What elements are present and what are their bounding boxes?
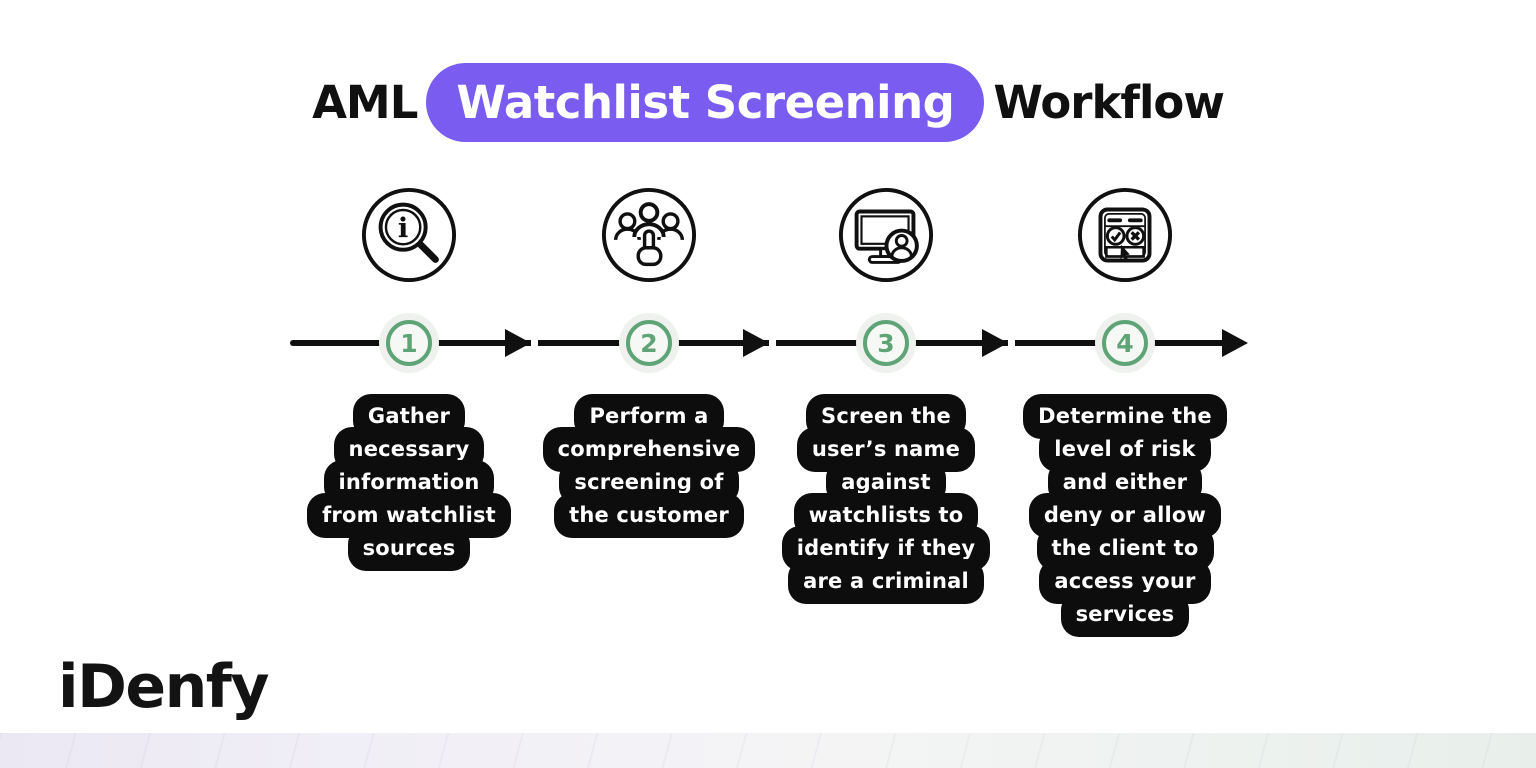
step-2-number-badge: 2 [619,313,679,373]
bubble-line: the customer [554,493,744,538]
step-1-number-badge: 1 [379,313,439,373]
arrow-right-icon [1222,329,1248,357]
info-magnifier-icon: i [361,187,457,283]
step-3-number-badge: 3 [856,313,916,373]
step-number: 4 [1102,320,1148,366]
step-2-icon-badge [600,186,698,284]
step-1-description: Gather necessary information from watchl… [284,394,534,571]
bubble-line: are a criminal [788,559,984,604]
bubble-line: services [1060,592,1190,637]
step-number: 2 [626,320,672,366]
title-highlight-pill: Watchlist Screening [426,62,985,142]
step-number: 1 [386,320,432,366]
step-4-number-badge: 4 [1095,313,1155,373]
svg-text:i: i [398,212,408,244]
monitor-user-icon [838,187,934,283]
step-3-description: Screen the user’s name against watchlist… [761,394,1011,604]
step-number: 3 [863,320,909,366]
bubble-line: sources [347,526,471,571]
title-prefix: AML [312,75,418,129]
page-title: AML Watchlist Screening Workflow [0,60,1536,144]
footer-gradient-band [0,733,1536,768]
step-3-icon-badge [837,186,935,284]
customer-group-select-icon [601,187,697,283]
idenfy-logo: iDenfy [58,652,270,722]
arrow-right-icon [505,329,531,357]
step-1-icon-badge: i [360,186,458,284]
approve-reject-window-icon [1077,187,1173,283]
title-suffix: Workflow [993,75,1225,129]
step-4-icon-badge [1076,186,1174,284]
arrow-right-icon [743,329,769,357]
step-2-description: Perform a comprehensive screening of the… [524,394,774,538]
bubble-line: from watchlist [307,493,511,538]
step-4-description: Determine the level of risk and either d… [1000,394,1250,637]
arrow-right-icon [982,329,1008,357]
